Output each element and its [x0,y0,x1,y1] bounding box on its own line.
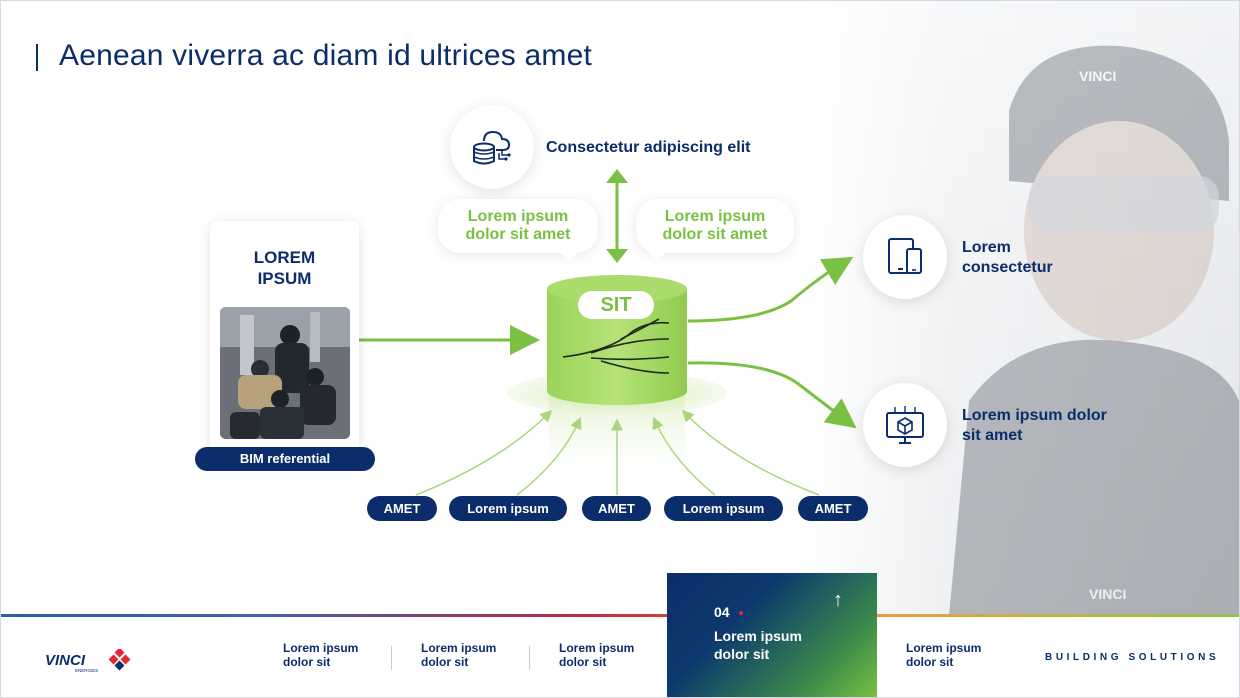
monitor-node-label: Lorem ipsum dolor sit amet [962,407,1107,444]
source-pill-4: Lorem ipsum [664,496,783,521]
arrow-source-4 [652,416,716,496]
svg-text:VINCI: VINCI [1089,586,1126,602]
bubble-right: Lorem ipsum dolor sit amet [636,199,794,253]
logo-subtext: ENERGIES [75,668,98,673]
title-accent-bar [36,44,38,71]
top-node-circle [450,105,534,189]
top-node-label: Consectetur adipiscing elit [546,139,751,156]
bim-referential-label: BIM referential [195,447,375,471]
diagram-connectors [359,169,857,496]
devices-node-label: Lorem consectetur [962,239,1053,276]
footer-nav-item-3[interactable]: Lorem ipsum dolor sit [559,641,635,669]
arrow-up-icon[interactable]: ↑ [833,589,843,611]
hub-tree-icon [562,318,670,374]
vinci-cross-icon [108,647,131,671]
vinci-logo: VINCI ENERGIES [45,647,135,678]
bubble-left: Lorem ipsum dolor sit amet [438,199,598,253]
svg-text:VINCI: VINCI [1079,68,1116,84]
active-tab-number: 04 [714,604,730,620]
source-pill-3: AMET [582,496,651,521]
page-title: Aenean viverra ac diam id ultrices amet [59,39,593,72]
arrow-hub-to-devices [687,256,854,323]
logo-text: VINCI [45,652,86,669]
arrow-hub-to-monitor [687,361,857,429]
footer-gradient-line [1,614,1239,617]
bim-card: LOREM IPSUM [210,221,359,453]
footer-nav-separator [391,646,392,670]
hub-label: SIT [578,291,654,319]
arrow-head-down [606,249,628,263]
source-pill-2: Lorem ipsum [449,496,567,521]
footer-nav-item-2[interactable]: Lorem ipsum dolor sit [421,641,497,669]
team-photo [220,307,350,439]
monitor-cube-icon [886,406,924,444]
devices-icon [888,238,922,274]
cloud-database-icon [473,130,511,165]
devices-node-circle [863,215,947,299]
arrow-source-5 [681,409,820,496]
hub-cylinder [547,289,687,405]
source-pill-5: AMET [798,496,868,521]
arrow-head-up [606,169,628,183]
footer-nav-item-1[interactable]: Lorem ipsum dolor sit [283,641,359,669]
monitor-node-circle [863,383,947,467]
footer-active-tab[interactable] [667,573,877,697]
arrow-source-2 [516,416,582,496]
source-pill-1: AMET [367,496,437,521]
footer-nav-separator [529,646,530,670]
bim-card-title: LOREM IPSUM [253,248,316,288]
arrow-source-1 [415,409,553,496]
active-tab-dot [739,611,743,615]
footer-nav-item-5[interactable]: Lorem ipsum dolor sit [906,641,982,669]
footer-bar [1,617,1239,697]
active-tab-label: Lorem ipsum dolor sit [714,628,802,662]
background-worker-photo: VINCI VINCI [799,1,1239,616]
brand-tagline: BUILDING SOLUTIONS [1045,652,1220,663]
